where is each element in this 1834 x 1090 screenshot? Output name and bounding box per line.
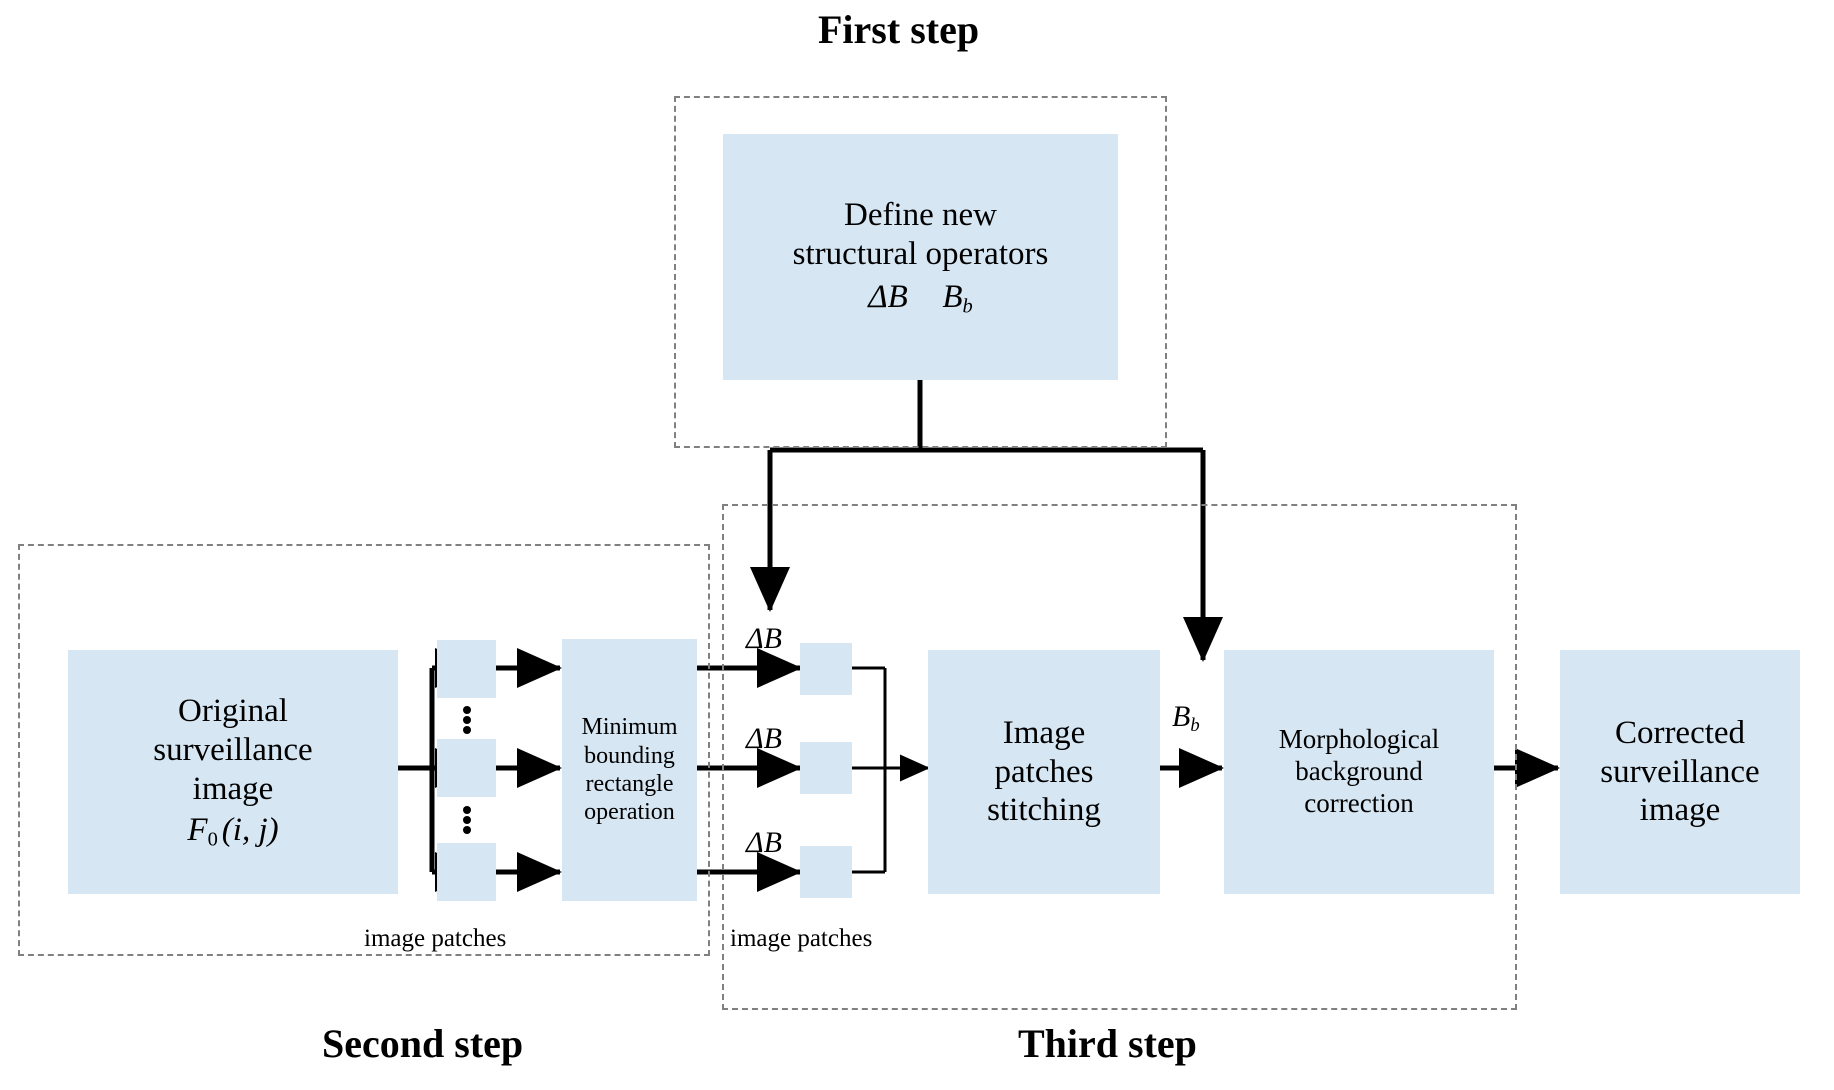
- patch-right-1[interactable]: [800, 643, 852, 695]
- corrected-image-line3: image: [1639, 792, 1721, 829]
- original-image-line3: image: [192, 771, 274, 808]
- minimum-bounding-line2: bounding: [584, 742, 675, 769]
- corrected-image-line1: Corrected: [1614, 714, 1746, 751]
- operator-b-main: B: [942, 278, 963, 315]
- label-delta-b-1: ΔB: [746, 622, 782, 655]
- original-image-line1: Original: [178, 693, 288, 730]
- label-b-b: Bb: [1172, 700, 1200, 737]
- caption-image-patches-left: image patches: [364, 925, 507, 952]
- stitching-line2: patches: [994, 753, 1094, 790]
- label-delta-b-3: ΔB: [746, 826, 782, 859]
- region-second-step: [18, 544, 710, 956]
- label-delta-b-2: ΔB: [746, 722, 782, 755]
- operator-b-subscript: b: [962, 295, 973, 318]
- formula-args: (i, j): [221, 811, 279, 848]
- box-define-operators[interactable]: Define new structural operators ΔB Bb: [723, 134, 1118, 380]
- box-image-patches-stitching[interactable]: Image patches stitching: [928, 650, 1160, 894]
- patch-right-3[interactable]: [800, 846, 852, 898]
- patch-right-2[interactable]: [800, 742, 852, 794]
- label-b-b-main: B: [1172, 700, 1191, 733]
- formula-f: F: [187, 811, 208, 848]
- ellipsis-left-lower: [462, 806, 472, 834]
- title-second-step: Second step: [322, 1021, 524, 1066]
- morphological-line1: Morphological: [1278, 724, 1440, 755]
- patch-left-1[interactable]: [437, 640, 496, 698]
- operator-delta-b: ΔB: [868, 278, 908, 315]
- corrected-image-line2: surveillance: [1600, 753, 1760, 790]
- region-first-step: [674, 96, 1167, 448]
- box-minimum-bounding[interactable]: Minimum bounding rectangle operation: [562, 639, 697, 901]
- define-operators-operators: ΔB Bb: [868, 278, 972, 319]
- caption-image-patches-right: image patches: [730, 925, 873, 952]
- minimum-bounding-line4: operation: [584, 799, 675, 826]
- define-operators-line2: structural operators: [792, 235, 1049, 272]
- patch-left-3[interactable]: [437, 843, 496, 901]
- stitching-line1: Image: [1002, 714, 1086, 751]
- define-operators-line1: Define new: [843, 196, 997, 233]
- original-image-line2: surveillance: [153, 732, 313, 769]
- stitching-line3: stitching: [987, 792, 1101, 829]
- minimum-bounding-line3: rectangle: [585, 771, 674, 797]
- title-third-step: Third step: [1018, 1021, 1197, 1066]
- box-morphological-correction[interactable]: Morphological background correction: [1224, 650, 1494, 894]
- title-first-step: First step: [818, 7, 980, 52]
- morphological-line3: correction: [1304, 787, 1414, 818]
- label-b-b-subscript: b: [1190, 715, 1200, 737]
- morphological-line2: background: [1295, 756, 1423, 787]
- box-original-image[interactable]: Original surveillance image F0(i, j): [68, 650, 398, 894]
- region-third-step: [722, 504, 1517, 1010]
- box-corrected-image[interactable]: Corrected surveillance image: [1560, 650, 1800, 894]
- original-image-formula: F0(i, j): [187, 811, 278, 852]
- formula-subscript: 0: [207, 828, 218, 851]
- minimum-bounding-line1: Minimum: [581, 714, 678, 741]
- patch-left-2[interactable]: [437, 739, 496, 797]
- ellipsis-left-upper: [462, 706, 472, 734]
